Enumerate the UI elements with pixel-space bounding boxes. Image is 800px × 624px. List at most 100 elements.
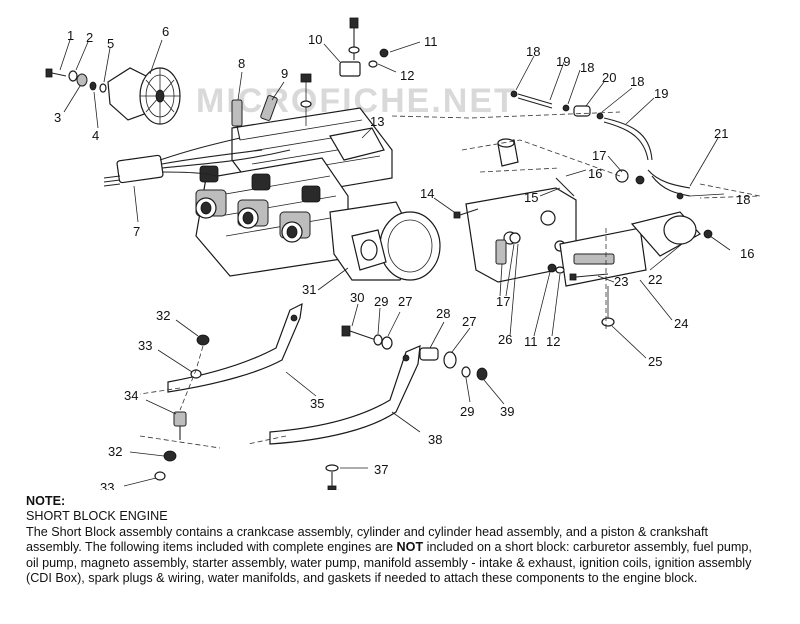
callout-12-lower: 12 — [546, 334, 560, 349]
callout-7: 7 — [133, 224, 140, 239]
exploded-engine-diagram: MICROFICHE.NET — [45, 17, 761, 490]
callout-15: 15 — [524, 190, 538, 205]
spacer-part-3 — [76, 73, 88, 87]
intake-port-left — [195, 189, 227, 219]
nut-part-32a — [196, 334, 210, 346]
callout-11-top: 11 — [424, 34, 438, 49]
ignition-wire-harness-part-7 — [103, 137, 291, 187]
fitting-part-17b — [495, 239, 507, 265]
clamp-part-18b — [562, 104, 570, 112]
callout-16-right: 16 — [740, 246, 754, 261]
washer-part-29b — [461, 366, 471, 378]
stud-part-34 — [173, 411, 187, 440]
leader-lines — [59, 39, 731, 490]
callout-30: 30 — [350, 290, 364, 305]
callout-29-upper: 29 — [374, 294, 388, 309]
bolt-part-14 — [453, 208, 479, 219]
bolt-part-10 — [348, 17, 360, 60]
callout-22: 22 — [648, 272, 662, 287]
callout-18-d: 18 — [736, 192, 750, 207]
nut-part-39 — [476, 367, 488, 381]
oil-pump-part-22 — [630, 211, 701, 257]
callout-33-upper: 33 — [138, 338, 152, 353]
callout-29-lower: 29 — [460, 404, 474, 419]
callout-8: 8 — [238, 56, 245, 71]
callout-32-upper: 32 — [156, 308, 170, 323]
clamp-part-18a — [510, 90, 518, 98]
spacer-part-27b — [443, 351, 457, 369]
callout-9: 9 — [281, 66, 288, 81]
nut-part-4 — [89, 81, 97, 91]
callout-3: 3 — [54, 110, 61, 125]
note-body-emphasis: NOT — [396, 540, 424, 555]
intake-port-right — [279, 211, 311, 243]
nut-part-32b — [163, 450, 177, 462]
washer-part-33b — [154, 471, 166, 481]
grommet-part-25 — [601, 286, 615, 327]
filter-part-15 — [497, 138, 519, 167]
callout-38: 38 — [428, 432, 442, 447]
washer-part-29a — [373, 334, 383, 346]
callout-10: 10 — [308, 32, 322, 47]
hose-part-19b — [603, 117, 653, 161]
callout-18-a: 18 — [526, 44, 540, 59]
washer-part-12a — [368, 60, 378, 68]
washer-part-26 — [509, 232, 521, 244]
callout-1: 1 — [67, 28, 74, 43]
fuel-filter-part-20 — [573, 105, 591, 117]
callout-13: 13 — [370, 114, 384, 129]
note-body-text-1: The Short Block assembly contains a cran… — [26, 524, 709, 555]
washer-part-5 — [99, 83, 107, 93]
bolt-part-36 — [327, 472, 337, 490]
motor-mount-part-35 — [167, 302, 303, 393]
callout-27-lower: 27 — [462, 314, 476, 329]
callout-26: 26 — [498, 332, 512, 347]
callout-20: 20 — [602, 70, 616, 85]
callout-numbers: 1 2 3 4 5 6 7 8 9 10 11 12 13 14 15 16 1… — [54, 24, 754, 490]
clamp-part-18c — [596, 112, 604, 120]
callout-27-upper: 27 — [398, 294, 412, 309]
short-block-note: NOTE: SHORT BLOCK ENGINE The Short Block… — [26, 494, 766, 586]
engine-block-assembly — [195, 107, 441, 281]
callout-32-lower: 32 — [108, 444, 122, 459]
note-subheading: SHORT BLOCK ENGINE — [26, 509, 168, 524]
callout-39: 39 — [500, 404, 514, 419]
callout-12-top: 12 — [400, 68, 414, 83]
note-heading: NOTE: — [26, 494, 66, 508]
callout-28: 28 — [436, 306, 450, 321]
callout-17-upper: 17 — [592, 148, 606, 163]
callout-18-c: 18 — [630, 74, 644, 89]
screw-part-23 — [569, 273, 609, 281]
note-body-text-2: included on a short block: carburetor as… — [26, 540, 752, 586]
callout-35: 35 — [310, 396, 324, 411]
clamp-part-18d — [676, 192, 684, 200]
fitting-part-17a — [615, 169, 645, 185]
callout-19-a: 19 — [556, 54, 570, 69]
nut-part-11b — [547, 263, 557, 273]
callout-21: 21 — [714, 126, 728, 141]
spacer-part-27a — [381, 336, 393, 350]
bracket-part-10 — [339, 61, 361, 77]
callout-11-lower: 11 — [524, 334, 538, 349]
note-body: The Short Block assembly contains a cran… — [26, 525, 766, 587]
callout-6: 6 — [162, 24, 169, 39]
head-cover-part-13 — [329, 127, 385, 161]
nut-part-11a — [379, 48, 389, 58]
callout-18-b: 18 — [580, 60, 594, 75]
callout-5: 5 — [107, 36, 114, 51]
hose-part-21 — [647, 169, 691, 197]
motor-mount-part-38 — [269, 345, 421, 445]
washer-part-37 — [325, 464, 339, 472]
intake-port-center — [237, 199, 269, 229]
bushing-part-28 — [419, 347, 439, 361]
clip-part-15 — [555, 177, 575, 197]
callout-31: 31 — [302, 282, 316, 297]
hose-part-19a — [517, 93, 553, 109]
callout-14: 14 — [420, 186, 434, 201]
callout-17-lower: 17 — [496, 294, 510, 309]
callout-16-upper: 16 — [588, 166, 602, 181]
washer-part-12b — [555, 266, 565, 274]
callout-23: 23 — [614, 274, 628, 289]
callout-4: 4 — [92, 128, 99, 143]
